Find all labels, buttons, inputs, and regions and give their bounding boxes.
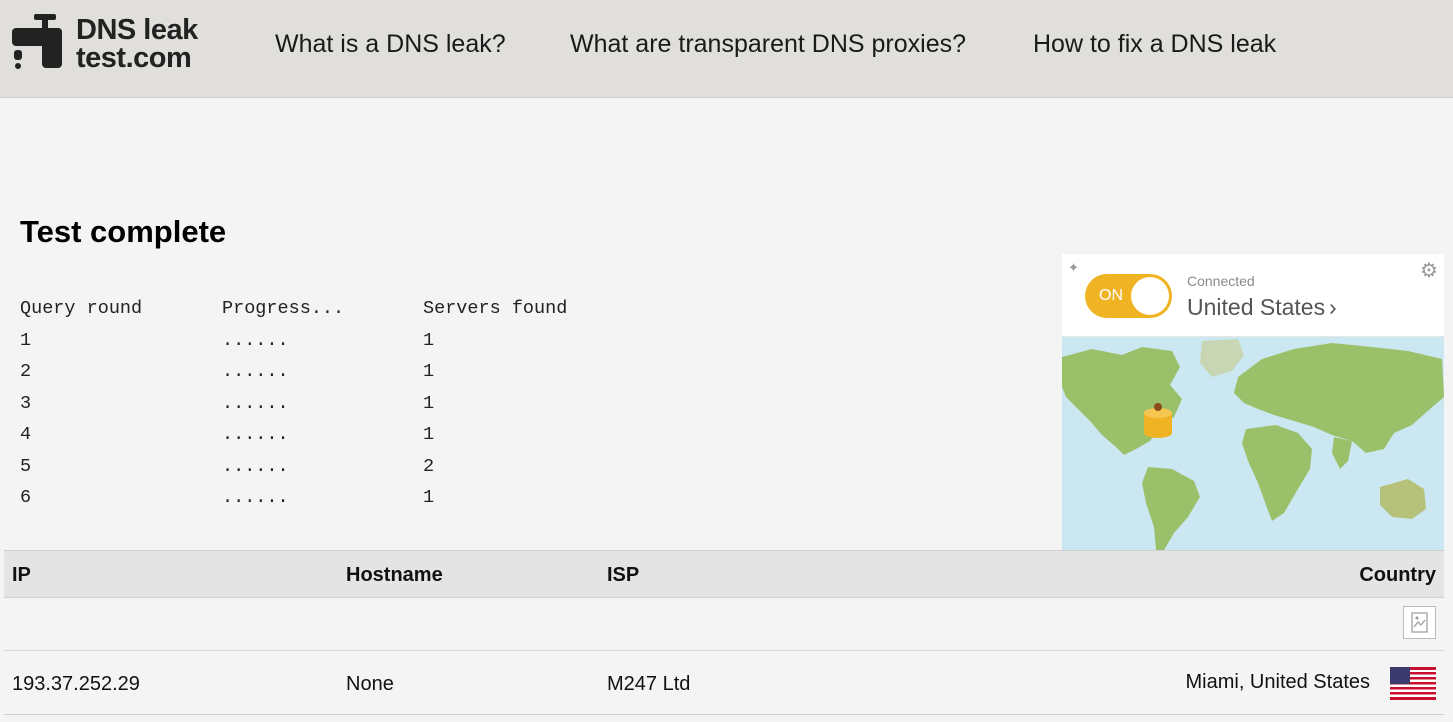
table-toolbar (4, 598, 1444, 651)
col-header-query-round: Query round (20, 298, 143, 319)
progress-dots: ...... (222, 455, 289, 477)
page-title: Test complete (20, 214, 227, 249)
vpn-status-bar: ✦ ON Connected United States › ⚙ (1062, 254, 1444, 337)
col-header-country: Country (1359, 564, 1436, 586)
query-round: 2 (20, 361, 32, 382)
vpn-widget: ✦ ON Connected United States › ⚙ (1062, 254, 1444, 550)
progress-dots: ...... (222, 329, 289, 351)
table-row: 193.37.252.29 None M247 Ltd Miami, Unite… (4, 651, 1444, 715)
map-australia (1380, 479, 1426, 519)
world-map (1062, 337, 1444, 550)
logo-line-2: test.com (76, 42, 192, 74)
progress-dots: ...... (222, 392, 289, 414)
map-south-america (1142, 467, 1200, 550)
site-logo[interactable]: DNS leak test.com (12, 14, 212, 78)
image-export-icon (1411, 612, 1428, 633)
map-greenland (1200, 339, 1244, 377)
location-pin-icon[interactable] (1144, 403, 1172, 438)
faucet-icon (12, 14, 62, 69)
map-africa (1242, 425, 1312, 521)
vpn-toggle[interactable]: ON (1085, 274, 1172, 318)
col-header-hostname: Hostname (346, 564, 443, 586)
vpn-country-selector[interactable]: United States (1187, 294, 1326, 320)
query-round: 1 (20, 329, 32, 351)
logo-line-1: DNS leak (76, 14, 198, 46)
query-round: 6 (20, 487, 32, 508)
map-india (1332, 437, 1352, 469)
us-flag-icon (1390, 667, 1436, 700)
nav-how-to-fix[interactable]: How to fix a DNS leak (1033, 30, 1277, 58)
servers-found: 1 (423, 487, 435, 508)
query-round: 4 (20, 424, 32, 445)
site-header: DNS leak test.com What is a DNS leak? Wh… (0, 0, 1453, 98)
server-hostname: None (346, 673, 394, 695)
servers-found: 1 (423, 329, 435, 351)
toggle-knob (1131, 277, 1169, 315)
dns-servers-table: IP Hostname ISP Country 193.37.252.29 No… (4, 550, 1444, 715)
servers-found: 1 (423, 392, 435, 414)
col-header-servers-found: Servers found (423, 298, 568, 319)
nav-what-is-dns-leak[interactable]: What is a DNS leak? (275, 30, 506, 58)
progress-dots: ...... (222, 424, 289, 445)
table-header-row: IP Hostname ISP Country (4, 550, 1444, 598)
map-eurasia (1234, 343, 1444, 453)
servers-found: 1 (423, 361, 435, 382)
collapse-icon[interactable]: ✦ (1068, 260, 1079, 275)
server-ip: 193.37.252.29 (12, 673, 140, 695)
chevron-right-icon[interactable]: › (1329, 294, 1337, 320)
query-round: 5 (20, 455, 32, 477)
vpn-connection-status: Connected (1187, 273, 1255, 289)
col-header-ip: IP (12, 564, 31, 586)
export-image-button[interactable] (1403, 606, 1436, 639)
nav-transparent-dns-proxies[interactable]: What are transparent DNS proxies? (570, 30, 967, 58)
gear-icon[interactable]: ⚙ (1420, 260, 1438, 282)
servers-found: 2 (423, 455, 435, 477)
server-isp: M247 Ltd (607, 673, 691, 695)
server-country: Miami, United States (1185, 671, 1370, 693)
progress-dots: ...... (222, 487, 289, 508)
col-header-isp: ISP (607, 564, 640, 586)
col-header-progress: Progress... (222, 298, 345, 319)
progress-dots: ...... (222, 361, 289, 382)
servers-found: 1 (423, 424, 435, 445)
vpn-toggle-label: ON (1099, 287, 1123, 304)
query-round: 3 (20, 392, 32, 414)
